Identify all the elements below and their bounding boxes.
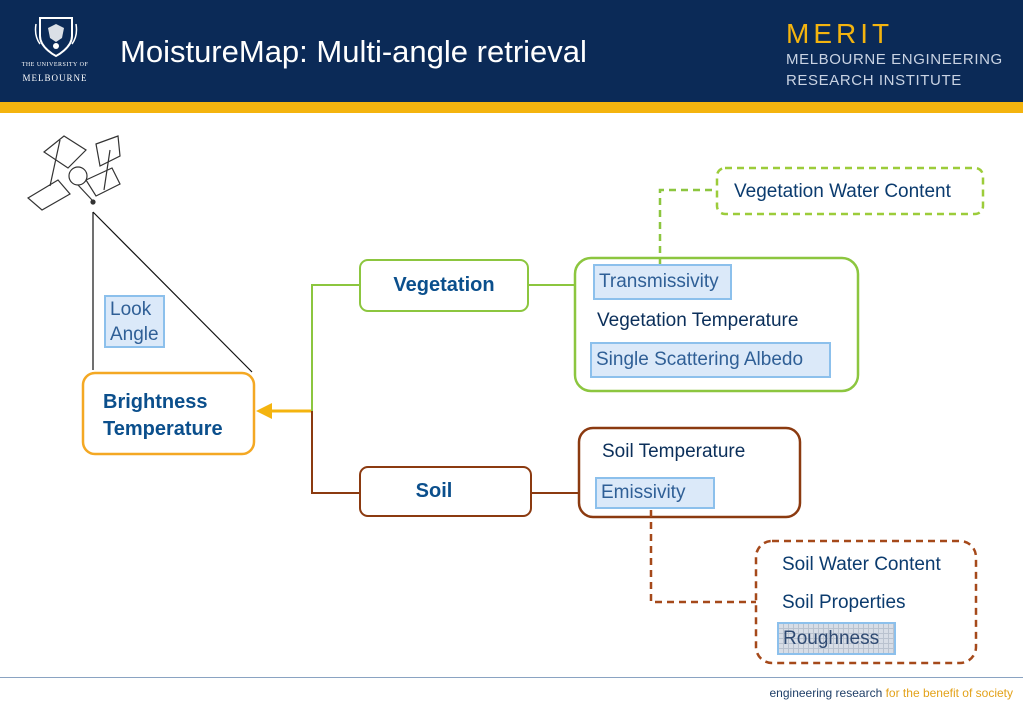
vwc-connector <box>658 188 716 265</box>
vegetation-temperature-label: Vegetation Temperature <box>597 310 799 331</box>
page-title: MoistureMap: Multi-angle retrieval <box>120 34 587 69</box>
arrow-left-icon <box>256 403 272 419</box>
vegetation-label: Vegetation <box>393 274 495 296</box>
look-angle-line2: Angle <box>110 323 159 345</box>
transmissivity-label: Transmissivity <box>593 264 732 300</box>
merit-logo: MERIT MELBOURNE ENGINEERING RESEARCH INS… <box>786 20 1003 90</box>
header-accent-bar <box>0 102 1023 113</box>
brightness-temperature-line2: Temperature <box>103 418 223 440</box>
footer-tagline-part2: for the benefit of society <box>885 686 1013 700</box>
footer-tagline: engineering research for the benefit of … <box>770 686 1014 700</box>
satellite-icon <box>26 135 121 211</box>
soil-properties-label: Soil Properties <box>782 592 906 613</box>
look-angle-line1: Look <box>110 298 152 320</box>
university-logo: THE UNIVERSITY OF MELBOURNE <box>14 10 96 92</box>
soil-connector <box>311 411 360 494</box>
brightness-temperature-line1: Brightness <box>103 391 208 413</box>
soil-water-content-label: Soil Water Content <box>782 554 941 575</box>
brightness-temperature-label: Brightness Temperature <box>103 389 223 443</box>
soil-properties-connector <box>649 510 756 604</box>
soil-box <box>359 466 532 517</box>
look-angle-label: Look Angle <box>104 295 165 348</box>
header-banner: THE UNIVERSITY OF MELBOURNE MoistureMap:… <box>0 0 1023 102</box>
merit-line2: RESEARCH INSTITUTE <box>786 72 962 89</box>
vegetation-connector <box>311 284 360 411</box>
single-scattering-albedo-label: Single Scattering Albedo <box>590 342 831 378</box>
soil-label: Soil <box>415 480 453 502</box>
merit-line1: MELBOURNE ENGINEERING <box>786 51 1003 68</box>
university-name-line2: MELBOURNE <box>22 73 88 83</box>
footer-tagline-part1: engineering research <box>769 686 883 700</box>
look-angle-line <box>92 211 253 373</box>
brightness-temperature-box <box>81 371 256 456</box>
roughness-label: Roughness <box>777 622 896 655</box>
vegetation-water-content-label: Vegetation Water Content <box>734 181 951 202</box>
merit-name: MERIT <box>786 18 894 49</box>
university-name-line1: THE UNIVERSITY OF <box>21 62 89 68</box>
university-crest-icon <box>34 17 78 58</box>
soil-temperature-label: Soil Temperature <box>602 441 746 462</box>
emissivity-label: Emissivity <box>595 477 715 509</box>
vegetation-water-content-box <box>715 166 985 216</box>
footer-divider <box>0 677 1023 678</box>
